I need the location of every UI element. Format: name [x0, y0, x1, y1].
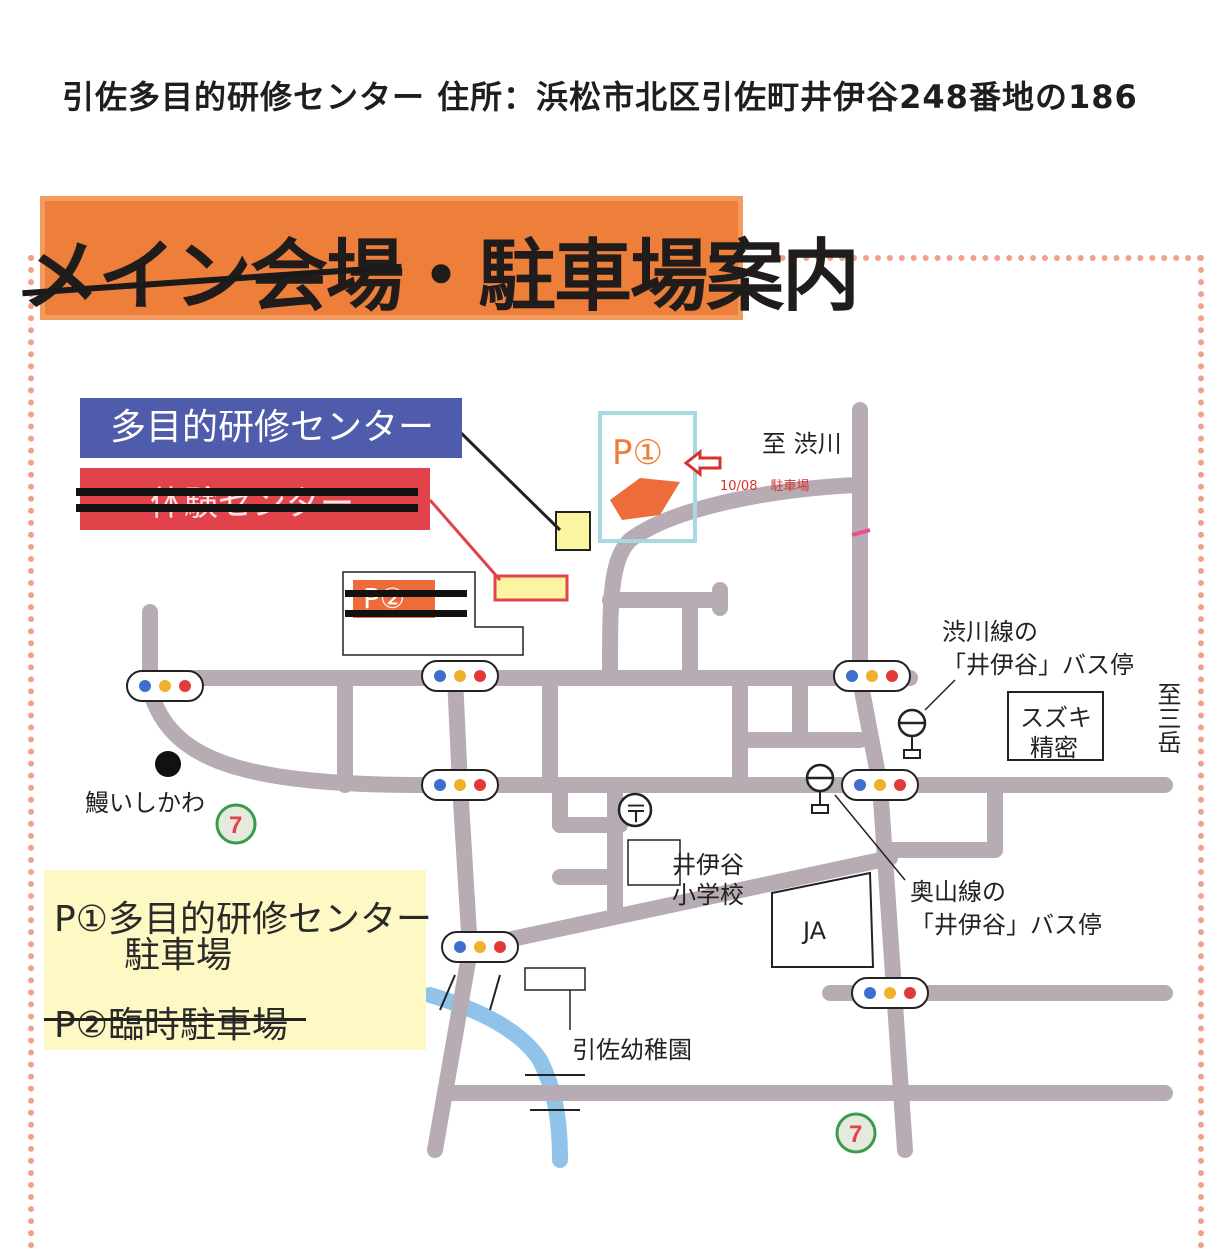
post-office-symbol: 〒: [624, 800, 648, 828]
p1-highlight-box: [598, 411, 697, 543]
legend: P①多目的研修センター 駐車場 P②臨時駐車場: [44, 870, 432, 1050]
traffic-light-icon: [441, 931, 519, 963]
seven-eleven-icon: 7: [835, 1112, 877, 1154]
legend-p1-line1: P①多目的研修センター: [54, 899, 432, 940]
red-box-label: 体験センター: [76, 468, 430, 530]
school-label-1: 井伊谷: [672, 851, 744, 879]
suzuki-building: [1007, 691, 1104, 761]
center-building: [555, 511, 591, 551]
legend-p1-line2: 駐車場: [124, 935, 233, 976]
traffic-light-icon: [126, 670, 204, 702]
page-title: 引佐多目的研修センター 住所：浜松市北区引佐町井伊谷248番地の186: [62, 78, 1138, 116]
banner-title: メイン会場・駐車場案内: [22, 214, 860, 326]
bus-stop-icon: [897, 708, 927, 759]
traffic-light-icon: [851, 977, 929, 1009]
school-building: [627, 839, 681, 886]
p2-strike-1: [345, 590, 467, 597]
traffic-light-icon: [421, 660, 499, 692]
arrow-left-icon: [683, 448, 722, 478]
traffic-lights: [126, 660, 929, 1009]
p1-label: P①: [612, 433, 663, 473]
p1-lot: [610, 478, 680, 520]
svg-text:7: 7: [849, 1121, 862, 1148]
traffic-light-icon: [841, 769, 919, 801]
banner-struck-text: メイン会場: [22, 232, 404, 322]
svg-text:7: 7: [229, 812, 242, 839]
p2-label: P②: [363, 582, 405, 615]
roads: [137, 402, 1173, 1158]
p2-strike-2: [345, 610, 467, 617]
ja-building: [771, 871, 875, 968]
banner-separator: ・: [402, 232, 480, 322]
shibukawa-bus-label-1: 渋川線の: [942, 618, 1038, 646]
legend-p2-strike: [44, 1018, 306, 1021]
shibukawa-bus-label-2: 「井伊谷」バス停: [942, 651, 1134, 679]
okuyama-bus-label-2: 「井伊谷」バス停: [910, 911, 1102, 939]
traffic-light-icon: [421, 769, 499, 801]
unagi-location-dot: [155, 751, 181, 777]
banner-main-text: 駐車場案内: [478, 232, 860, 322]
river: [422, 987, 568, 1168]
ja-label: JA: [803, 917, 827, 945]
post-office-icon: [617, 792, 653, 828]
center-label: 多目的研修センター: [80, 398, 462, 458]
red-box-building: [493, 574, 569, 602]
red-box-struck-text: 体験センター: [150, 476, 354, 525]
school-label-2: 小学校: [672, 881, 744, 909]
suzuki-label-2: 精密: [1030, 734, 1078, 762]
kindergarten-building: [524, 967, 586, 991]
kindergarten-label: 引佐幼稚園: [572, 1036, 692, 1064]
okuyama-bus-label-1: 奥山線の: [910, 878, 1006, 906]
bus-stop-icon: [805, 763, 835, 814]
bridge-marks: [439, 974, 585, 1111]
to-shibukawa-label: 至 渋川: [762, 430, 842, 458]
unagi-label: 鰻いしかわ: [85, 789, 205, 817]
legend-p2-struck: P②臨時駐車場: [54, 1005, 288, 1046]
parking-note: 10/08 駐車場: [720, 479, 810, 494]
suzuki-label-1: スズキ: [1020, 704, 1092, 732]
seven-eleven-icon: 7: [215, 803, 257, 845]
traffic-light-icon: [833, 660, 911, 692]
to-mitake-label: 至三岳: [1153, 682, 1181, 754]
